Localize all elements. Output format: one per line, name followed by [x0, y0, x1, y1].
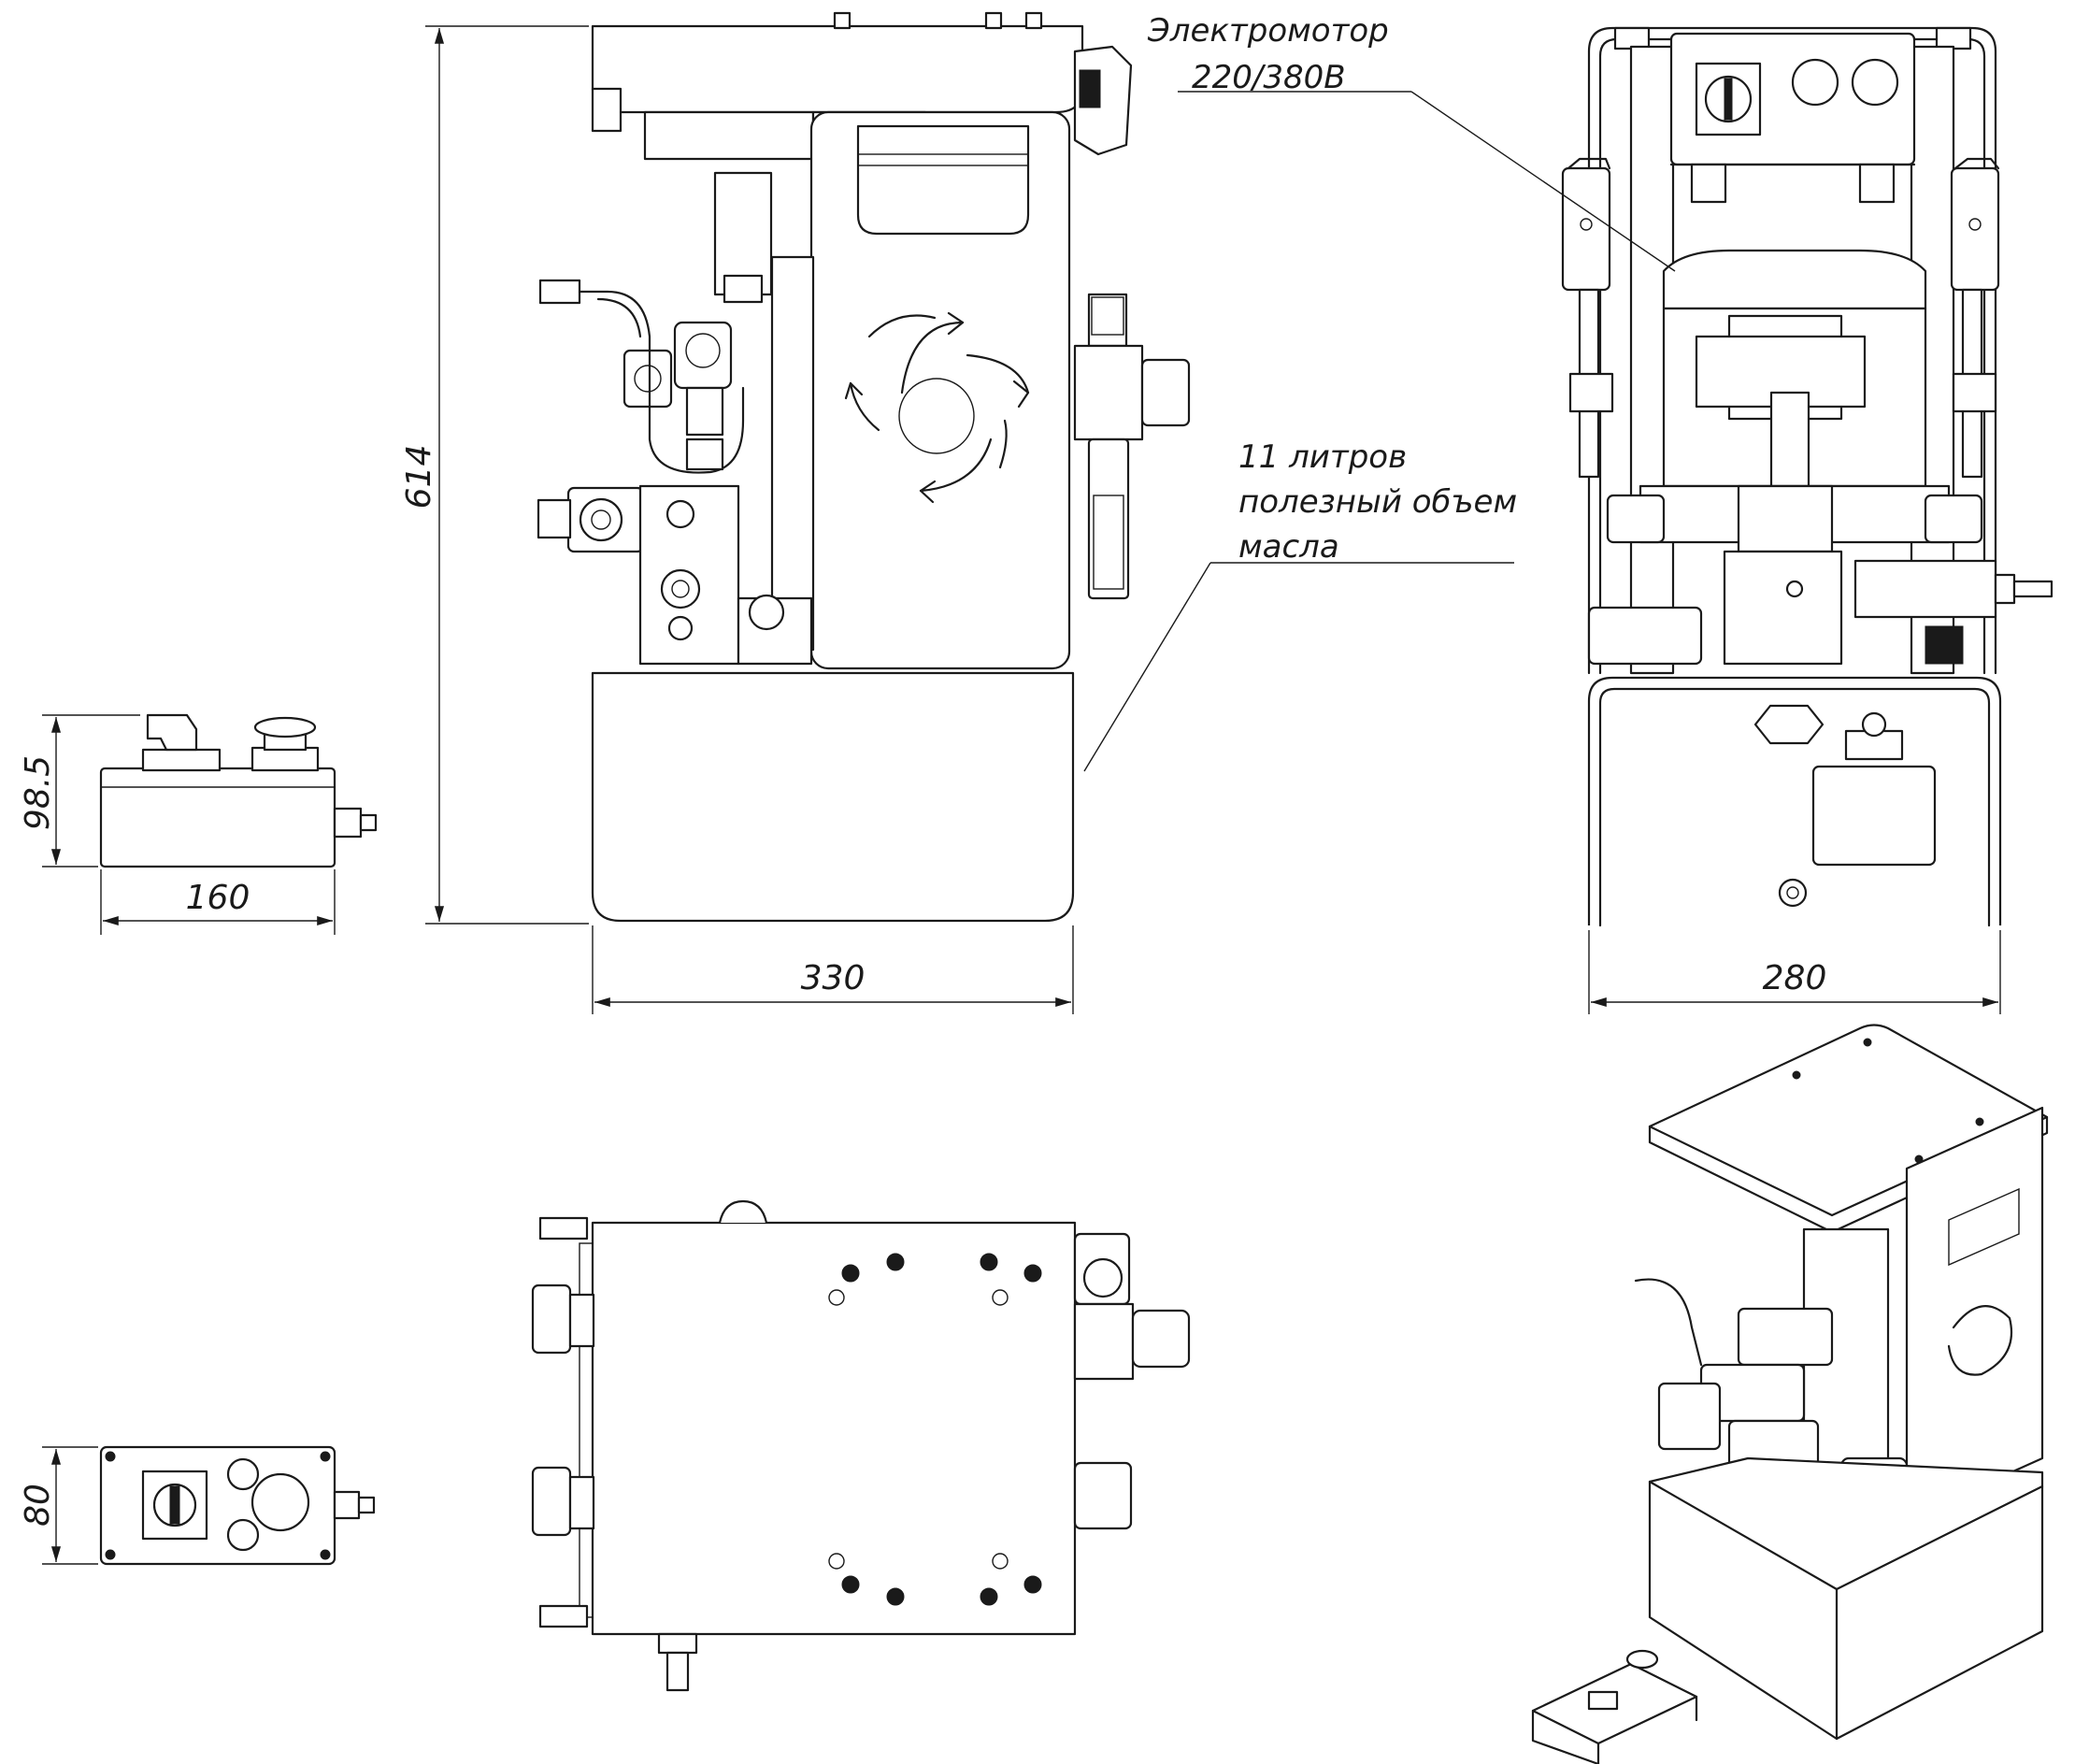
remote-top-view: [99, 1445, 376, 1566]
dimension-280-label: 280: [1763, 959, 1827, 997]
motor-label-line2: 220/380В: [1192, 59, 1346, 96]
dimension-98-5: 98.5: [19, 714, 140, 868]
dimension-160-label: 160: [186, 879, 250, 917]
dimension-80-label: 80: [19, 1484, 57, 1527]
dimension-98-5-label: 98.5: [19, 755, 57, 830]
dimension-280: 280: [1588, 930, 2001, 1014]
dimension-614: 614: [400, 25, 589, 925]
front-view: [1561, 26, 2054, 927]
dimension-330-label: 330: [801, 959, 866, 997]
dimension-330: 330: [592, 925, 1074, 1014]
dimension-614-label: 614: [400, 445, 438, 509]
logo-swirl: [844, 311, 1030, 504]
dimension-160: 160: [100, 869, 336, 935]
motor-annotation: Электромотор 220/380В: [1147, 12, 1676, 272]
dimension-80: 80: [19, 1446, 98, 1565]
motor-label-line1: Электромотор: [1147, 12, 1389, 50]
oil-label-line3: масла: [1238, 528, 1339, 566]
oil-annotation: 11 литров полезный объем масла: [1083, 438, 1517, 772]
isometric-view: [1531, 1024, 2049, 1764]
side-view: [537, 11, 1191, 923]
oil-label-line1: 11 литров: [1238, 438, 1407, 476]
oil-label-line2: полезный объем: [1238, 483, 1517, 521]
remote-side-view: [99, 713, 378, 868]
top-view: [531, 1199, 1191, 1692]
